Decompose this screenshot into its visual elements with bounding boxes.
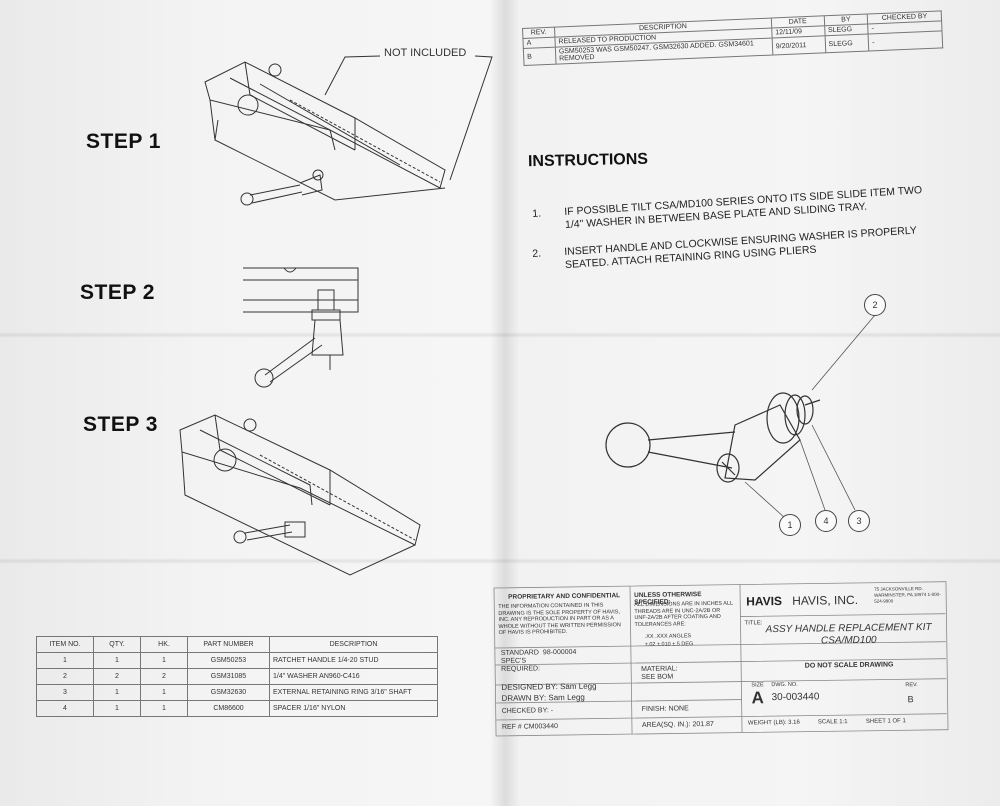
standard-value: 98-000004 xyxy=(542,648,577,657)
by-cell: SLEGG xyxy=(824,34,870,53)
callout-4: 4 xyxy=(815,510,837,532)
unless-specified-text: ALL DIMENSIONS ARE IN INCHES ALL THREADS… xyxy=(634,600,733,628)
company-name: HAVIS, INC. xyxy=(792,592,859,608)
item-no-cell: 1 xyxy=(36,652,94,669)
tolerance-values: ±.02 ±.010 ±.5 DEG xyxy=(644,641,694,648)
material-label: MATERIAL: xyxy=(641,665,678,673)
proprietary-text: THE INFORMATION CONTAINED IN THIS DRAWIN… xyxy=(498,602,621,636)
size-value: A xyxy=(751,688,764,708)
drawing-title-line2: CSA/MD100 xyxy=(820,634,877,647)
designed-by: DESIGNED BY: Sam Legg xyxy=(501,681,597,692)
not-included-label: NOT INCLUDED xyxy=(384,47,467,59)
step2-detail-drawing xyxy=(243,267,359,388)
tolerance-header: .XX .XXX ANGLES xyxy=(644,633,692,640)
item-no-header: ITEM NO. xyxy=(36,636,94,653)
dwg-no-value: 30-003440 xyxy=(771,691,820,704)
instruction-number: 2. xyxy=(532,247,542,260)
checked-by: CHECKED BY: - xyxy=(501,707,554,715)
table-row: 3 1 1 GSM32630 EXTERNAL RETAINING RING 3… xyxy=(36,684,438,701)
table-row: 2 2 2 GSM31085 1/4" WASHER AN960-C416 xyxy=(36,668,438,685)
title-block: PROPRIETARY AND CONFIDENTIAL THE INFORMA… xyxy=(494,582,948,738)
qty-header: QTY. xyxy=(93,636,141,653)
table-row: 1 1 1 GSM50253 RATCHET HANDLE 1/4-20 STU… xyxy=(36,652,438,669)
do-not-scale-label: DO NOT SCALE DRAWING xyxy=(804,661,894,670)
instruction-number: 1. xyxy=(532,207,542,220)
rev-label: REV. xyxy=(905,682,918,689)
company-address: 75 JACKSONVILLE RD. WARMINSTER, PA 18974… xyxy=(874,586,941,604)
rev-cell: B xyxy=(523,47,556,66)
step-3-label: STEP 3 xyxy=(83,413,158,436)
instructions-title: INSTRUCTIONS xyxy=(527,150,649,171)
checked-cell: - xyxy=(868,30,943,51)
fold-line xyxy=(0,558,1000,564)
item-no-cell: 3 xyxy=(36,684,94,701)
havis-logo: HAVIS xyxy=(746,593,783,609)
qty-cell: 2 xyxy=(93,668,141,685)
part-number-cell: GSM32630 xyxy=(187,684,270,701)
fold-line xyxy=(0,332,1000,338)
item-no-cell: 4 xyxy=(36,700,94,717)
table-row: 4 1 1 CM86600 SPACER 1/16" NYLON xyxy=(36,700,438,717)
callout-leaders xyxy=(744,314,876,519)
title-block-lines xyxy=(493,581,949,737)
hk-cell: 1 xyxy=(140,684,188,701)
bom-description-cell: RATCHET HANDLE 1/4-20 STUD xyxy=(269,652,438,669)
step1-tray-drawing xyxy=(204,61,446,206)
bom-description-header: DESCRIPTION xyxy=(269,636,438,653)
part-number-header: PART NUMBER xyxy=(187,636,270,653)
exploded-handle-drawing xyxy=(605,392,821,483)
callout-3: 3 xyxy=(848,510,870,532)
hk-cell: 1 xyxy=(140,652,188,669)
not-included-leader xyxy=(324,55,381,96)
finish: FINISH: NONE xyxy=(641,705,689,713)
part-number-cell: GSM31085 xyxy=(187,668,270,685)
ref-number: REF # CM003440 xyxy=(501,723,559,731)
date-cell: 9/20/2011 xyxy=(771,35,826,56)
material-value: SEE BOM xyxy=(641,673,674,681)
step-1-label: STEP 1 xyxy=(86,130,161,153)
proprietary-title: PROPRIETARY AND CONFIDENTIAL xyxy=(508,592,621,601)
qty-cell: 1 xyxy=(93,652,141,669)
not-included-leader xyxy=(449,55,493,181)
part-number-cell: CM86600 xyxy=(187,700,270,717)
sheet-count: SHEET 1 OF 1 xyxy=(865,718,906,725)
step-2-label: STEP 2 xyxy=(80,281,155,304)
standard-label: STANDARD xyxy=(500,649,539,657)
required-label: REQUIRED: xyxy=(501,665,541,673)
area: AREA(SQ. IN.): 201.87 xyxy=(641,720,714,729)
bom-description-cell: 1/4" WASHER AN960-C416 xyxy=(269,668,438,685)
bom-description-cell: SPACER 1/16" NYLON xyxy=(269,700,438,717)
step3-tray-drawing xyxy=(179,414,421,576)
rev-value: B xyxy=(907,694,914,705)
callout-1: 1 xyxy=(779,514,801,536)
item-no-cell: 2 xyxy=(36,668,94,685)
bill-of-materials-table: ITEM NO. QTY. HK. PART NUMBER DESCRIPTIO… xyxy=(36,636,438,717)
drawn-by: DRAWN BY: Sam Legg xyxy=(501,692,585,703)
hk-header: HK. xyxy=(140,636,188,653)
specs-label: SPEC'S xyxy=(500,657,527,665)
qty-cell: 1 xyxy=(93,684,141,701)
bom-header-row: ITEM NO. QTY. HK. PART NUMBER DESCRIPTIO… xyxy=(36,636,438,653)
scale: SCALE 1:1 xyxy=(817,719,848,726)
bom-description-cell: EXTERNAL RETAINING RING 3/16" SHAFT xyxy=(269,684,438,701)
part-number-cell: GSM50253 xyxy=(187,652,270,669)
qty-cell: 1 xyxy=(93,700,141,717)
hk-cell: 2 xyxy=(140,668,188,685)
weight: WEIGHT (LB): 3.16 xyxy=(747,719,800,727)
dwg-no-label: DWG. NO. xyxy=(771,681,798,689)
callout-2: 2 xyxy=(864,294,886,316)
hk-cell: 1 xyxy=(140,700,188,717)
